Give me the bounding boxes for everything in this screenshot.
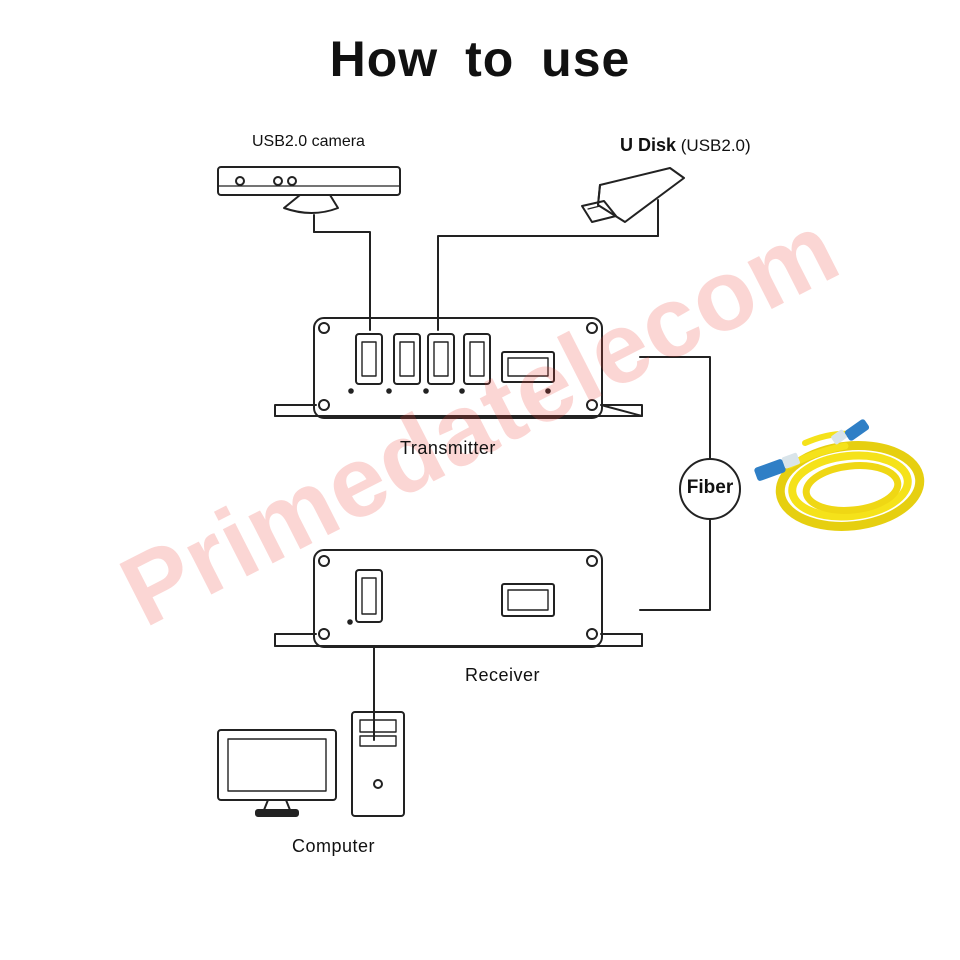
- udisk-label: U Disk (USB2.0): [620, 135, 751, 156]
- receiver-device: [274, 549, 643, 648]
- fiber-cable-icon: [754, 419, 925, 531]
- receiver-usb-port: [355, 569, 383, 623]
- receiver-label: Receiver: [465, 665, 541, 685]
- page-title: How to use: [329, 31, 631, 87]
- udisk-label-main: U Disk: [620, 135, 677, 155]
- fiber-link: [639, 356, 741, 611]
- computer-label: Computer: [292, 836, 376, 856]
- computer-icon: [217, 711, 405, 817]
- tower-icon: [351, 711, 405, 817]
- usb-camera-icon: [217, 166, 401, 233]
- transmitter-label: Transmitter: [400, 438, 496, 458]
- usb-cables: [313, 231, 659, 331]
- transmitter-sfp-port: [501, 351, 555, 383]
- fiber-label: Fiber: [686, 477, 734, 498]
- receiver-sfp-port: [501, 583, 555, 617]
- udisk-label-sub: (USB2.0): [680, 136, 751, 155]
- camera-label: USB2.0 camera: [252, 133, 365, 150]
- usb-disk-icon: [581, 167, 685, 237]
- transmitter-usb-ports: [355, 333, 491, 385]
- transmitter-device: [274, 317, 643, 419]
- monitor-icon: [217, 729, 337, 817]
